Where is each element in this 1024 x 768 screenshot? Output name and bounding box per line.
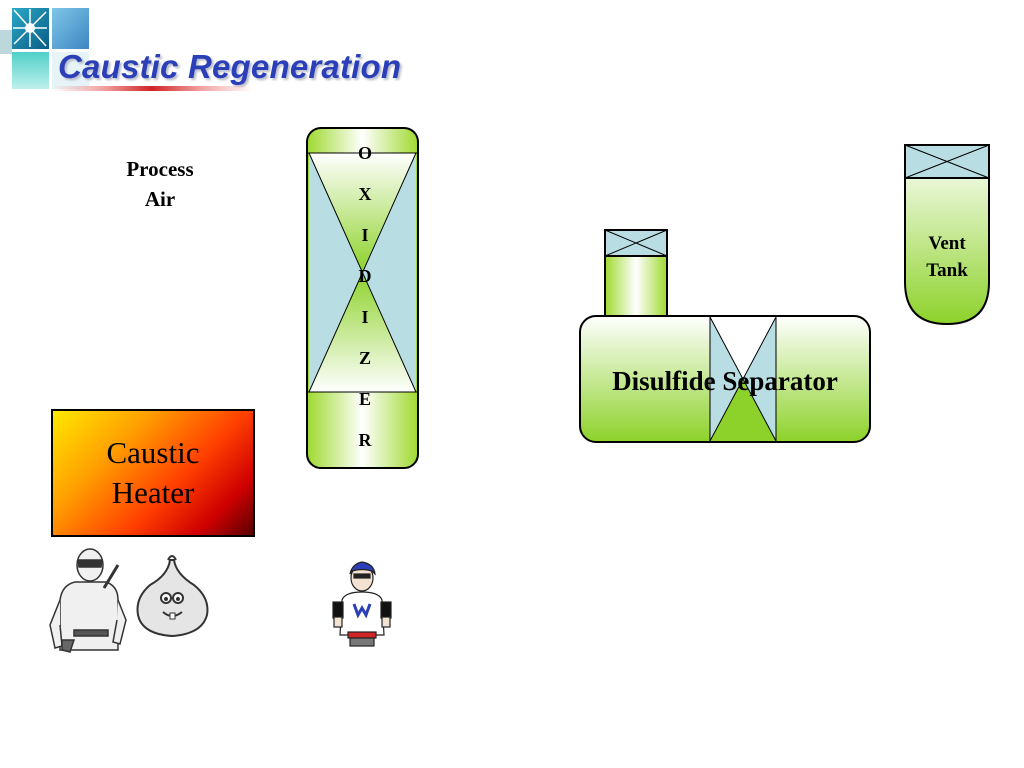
oxidizer-label: O X I D I Z E R — [340, 140, 390, 468]
oxidizer-letter: O — [357, 143, 372, 163]
process-air-line-1: Process — [126, 157, 194, 181]
vent-tank-line-2: Tank — [926, 260, 968, 281]
oxidizer-letter: D — [358, 266, 372, 286]
oxidizer-column — [306, 127, 419, 469]
oxidizer-letter: X — [358, 184, 372, 204]
oxidizer-letter: E — [358, 389, 371, 409]
garlic-character-icon — [136, 555, 209, 638]
vent-tank — [904, 144, 990, 326]
oxidizer-letter: R — [358, 430, 372, 450]
oxidizer-letter: I — [361, 307, 369, 327]
logo-icon — [0, 8, 89, 89]
process-air-line-2: Air — [144, 187, 176, 211]
process-air-label: Process Air — [100, 154, 220, 214]
oxidizer-letter: I — [361, 225, 369, 245]
super-hero-icon — [332, 561, 392, 647]
vent-tank-line-1: Vent — [928, 233, 966, 254]
heater-label-line-1: Caustic — [106, 435, 200, 470]
oxidizer-letter: Z — [358, 348, 371, 368]
caustic-heater: Caustic Heater — [51, 409, 255, 537]
slide-title: Caustic Regeneration — [58, 48, 402, 85]
disulfide-separator-label: Disulfide Separator — [612, 366, 838, 396]
ninja-hero-icon — [49, 548, 127, 653]
disulfide-separator — [579, 229, 871, 443]
title-underline — [52, 86, 252, 91]
heater-label-line-2: Heater — [111, 475, 195, 510]
vent-tank-label: Vent Tank — [906, 230, 988, 284]
